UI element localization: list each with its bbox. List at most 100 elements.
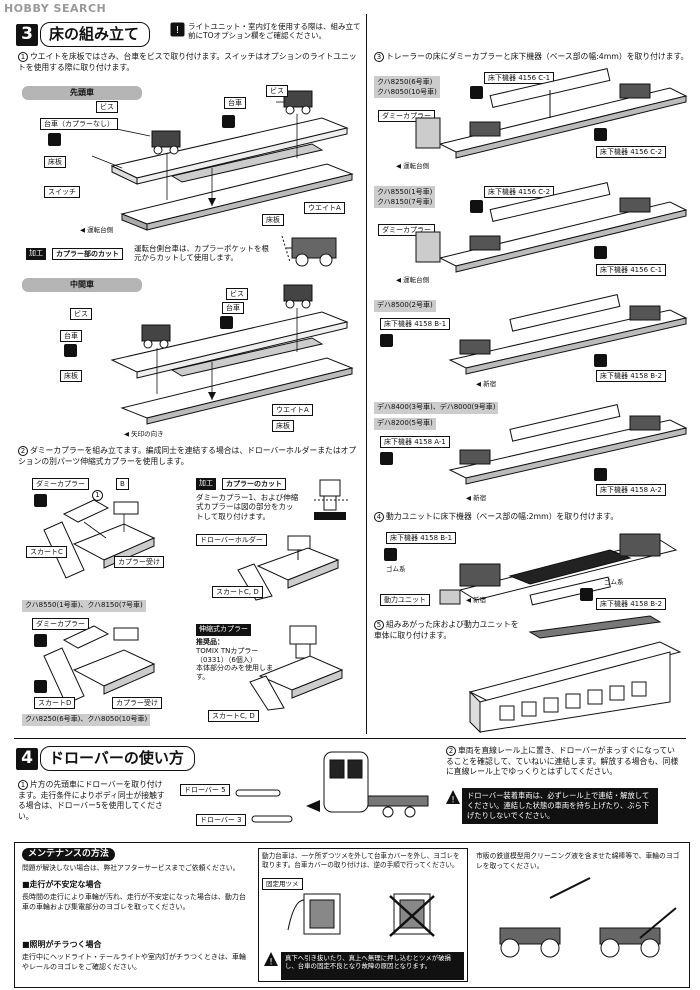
dummy-coupler-label: ダミーカプラー [32, 478, 89, 490]
glue-icon-10 [470, 200, 483, 213]
bogie-label-3: 台車 [222, 302, 244, 314]
group-3-top-parts: 床下機器 4158 B-1 [380, 318, 451, 330]
weight-a-label-2: ウエイトA [272, 404, 313, 416]
glue-icon-17 [580, 588, 593, 601]
elastic-coupler-diagram [249, 625, 344, 711]
drawbar-5-label: ドローバー 5 [180, 784, 230, 796]
step-3-number: 3 [374, 52, 384, 62]
cut-title: カプラー部のカット [52, 248, 123, 260]
group-4-dir: ◀ 新宿 [466, 494, 487, 502]
power-dir: ◀ 新宿 [466, 596, 487, 604]
part-1-label: 1 [92, 490, 103, 501]
trailer-floor-diagram-1 [415, 68, 688, 159]
coupler-cut-title: カプラーのカット [222, 478, 286, 490]
glue-icon-4 [220, 316, 233, 329]
body-assembly-diagram [468, 615, 682, 734]
trailer-floor-diagram-2 [415, 182, 688, 273]
switch-label: スイッチ [44, 186, 80, 198]
bogie-label-2: 台車 [60, 330, 82, 342]
group-4-cars-b: デハ8200(5号車) [374, 418, 436, 430]
cut-tag: 加工 [26, 248, 46, 260]
maintenance-h2: ■照明がチラつく場合 [22, 940, 102, 949]
group-4-top-parts: 床下機器 4158 A-1 [380, 436, 450, 448]
drawbar-holder-diagram [237, 535, 340, 601]
coupler-cut-text: ダミーカプラー1、および伸縮式カプラーは図の部分をカットして取り付けます。 [196, 493, 299, 521]
skirt-cd-label: スカートC, D [212, 586, 263, 598]
screw-label-2: ビス [266, 85, 288, 97]
bogie-cover-diagram [287, 893, 435, 937]
recommend-block: 推奨品： TOMIX TNカプラー （0331）（6個入） 本体部分のみを使用し… [196, 638, 273, 681]
drawbar-3-label: ドローバー 3 [196, 814, 246, 826]
lead-car-label: 先頭車 [22, 86, 142, 100]
section-4-title: ドローバーの使い方 [40, 746, 195, 771]
bogie-warning: 真下へ引き抜いたり、真上へ無理に押し込むとツメが破損し、台車の固定不良となり故障… [281, 952, 464, 980]
screw-label-3: ビス [70, 308, 92, 320]
glue-icon-12 [380, 334, 393, 347]
step-4-number: 4 [374, 512, 384, 522]
svg-text:!: ! [451, 796, 455, 806]
group-1-cars: クハ8250(6号車)クハ8050(10号車) [374, 76, 440, 98]
column-divider [366, 14, 367, 734]
coupler-cut-tag: 加工 [196, 478, 216, 490]
section-3-title: 床の組み立て [40, 22, 151, 47]
drawbar-warning: ドローバー装着車両は、必ずレール上で連結・解放してください。連結した状態の車両を… [462, 788, 658, 824]
power-bottom-parts: 床下機器 4158 B-2 [596, 598, 667, 610]
skirt-d-diagram [43, 625, 156, 705]
weight-a-label: ウエイトA [304, 202, 345, 214]
fix-tab-label: 固定用ツメ [262, 878, 303, 890]
bogie-warning-row: ! 真下へ引き抜いたり、真上へ無理に押し込むとツメが破損し、台車の固定不良となり… [264, 952, 464, 980]
glue-icon-2 [222, 115, 235, 128]
glue-icon-5 [34, 494, 47, 507]
drawbar-diagram [235, 789, 320, 823]
section-divider [14, 738, 686, 739]
glue-icon-6 [34, 634, 47, 647]
warning-icon-2: ! [264, 952, 278, 968]
rubber-label-2: ゴム系 [604, 578, 624, 586]
glue-icon-16 [384, 548, 397, 561]
info-icon: ! [170, 22, 185, 37]
middle-car-floor-diagram [110, 284, 354, 425]
power-top-parts: 床下機器 4158 B-1 [386, 532, 457, 544]
step-2-number: 2 [18, 446, 28, 456]
section-3-note: ライトユニット・室内灯を使用する際は、組み立て前にTOオプション欄をご確認くださ… [188, 22, 361, 41]
glue-icon-11 [594, 246, 607, 259]
glue-icon [48, 133, 61, 146]
maintenance-intro: 問題が解決しない場合は、弊社アフターサービスまでご依頼ください。 [22, 864, 240, 872]
skirt-c-diagram [43, 499, 156, 579]
skirt-c-label: スカートC [26, 546, 67, 558]
watermark: HOBBY SEARCH [4, 2, 107, 15]
maintenance-p1: 長時間の走行により車輪が汚れ、走行が不安定になった場合は、動力台車の車輪および集… [22, 893, 246, 911]
trailer-floor-diagram-4 [448, 404, 688, 485]
group-1-top-parts: 床下機器 4156 C-1 [484, 72, 555, 84]
maintenance-h1: ■走行が不安定な場合 [22, 880, 102, 889]
floor-label-4: 床板 [272, 420, 294, 432]
maintenance-p2: 走行中にヘッドライト・テールライトや室内灯がチラつくときは、車輪やレールのヨゴレ… [22, 953, 246, 971]
group-2-cab: ◀ 運転台側 [396, 276, 430, 284]
rubber-label-1: ゴム系 [386, 565, 406, 573]
section-4-number: 4 [16, 748, 38, 770]
section-4-step-2-number: 2 [446, 746, 456, 756]
skirt-d-label: スカートD [34, 697, 76, 709]
glue-icon-8 [470, 86, 483, 99]
group-3-bottom-parts: 床下機器 4158 B-2 [596, 370, 667, 382]
middle-car-label: 中間車 [22, 278, 142, 292]
screw-label: ビス [96, 101, 118, 113]
section-3-number: 3 [16, 24, 38, 46]
glue-icon-9 [594, 128, 607, 141]
lead-car-floor-diagram [91, 88, 354, 231]
cleaning-diagram [499, 877, 677, 958]
svg-text:!: ! [269, 958, 273, 968]
glue-icon-7 [34, 680, 47, 693]
cab-side-label: ◀ 運転台側 [80, 226, 114, 234]
power-unit-diagram [439, 533, 678, 606]
cars-b-label: クハ8250(6号車)、クハ8050(10号車) [22, 714, 151, 726]
cleaning-text: 市販の鉄道模型用クリーニング液を含ませた綿棒等で、車輪のヨゴレを取ってください。 [476, 852, 680, 870]
coupler-holder-label-2: カプラー受け [112, 697, 162, 709]
power-unit-label: 動力ユニット [380, 594, 430, 606]
maintenance-title: メンテナンスの方法 [22, 848, 115, 862]
group-3-dir: ◀ 新宿 [476, 380, 497, 388]
